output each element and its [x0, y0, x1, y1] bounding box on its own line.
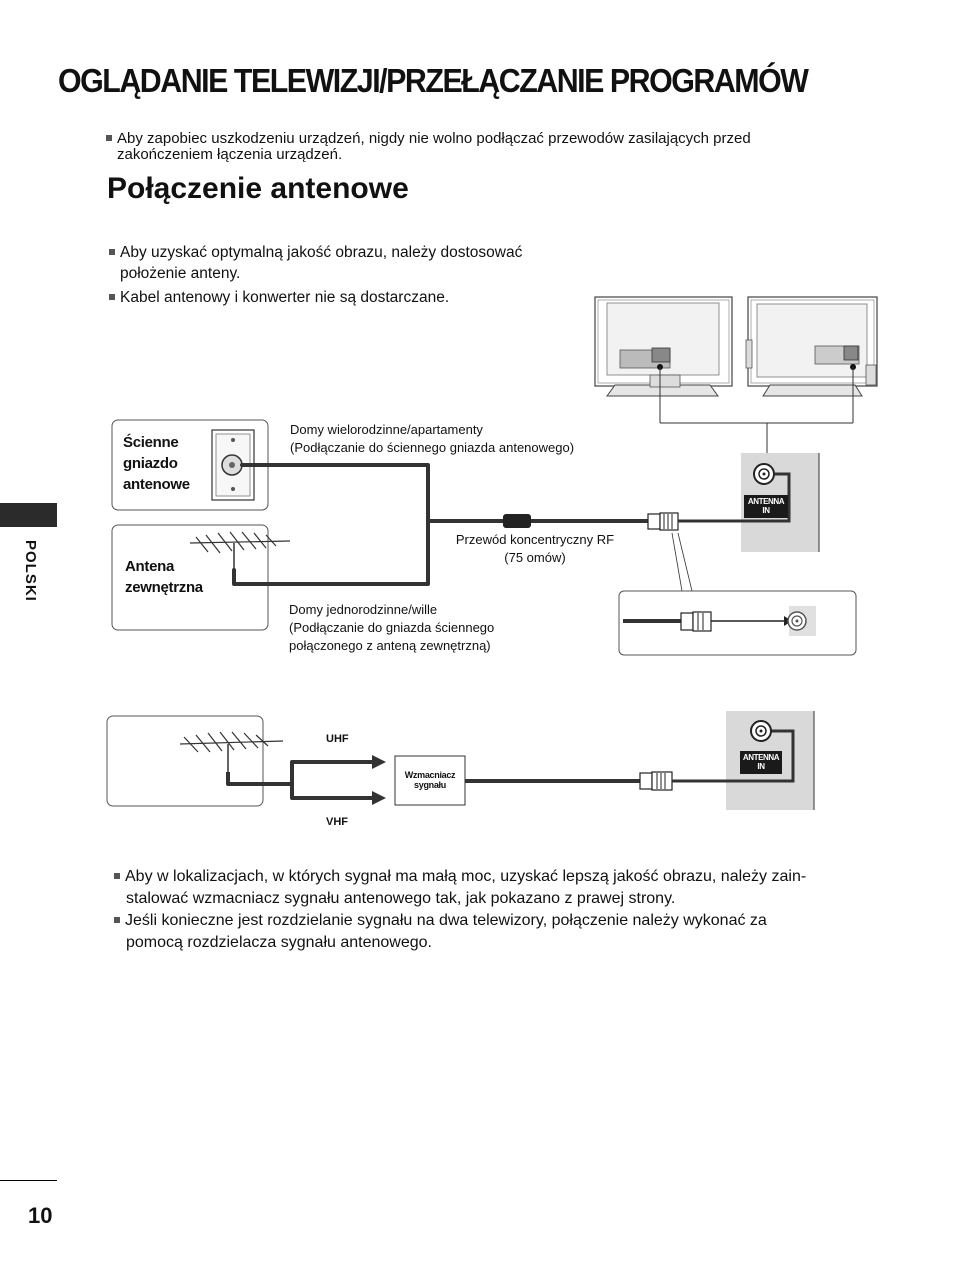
antenna-in-badge-1: ANTENNA IN	[744, 495, 788, 518]
bottom-notes: Aby w lokalizacjach, w których sygnał ma…	[114, 866, 806, 954]
antenna-in-badge-1-line2: IN	[762, 506, 770, 515]
language-label: POLSKI	[22, 540, 39, 602]
rf-cable-caption-line2: (75 omów)	[504, 550, 566, 565]
cable-ferrite-core	[503, 514, 531, 528]
amplifier-label-line2: sygnału	[414, 780, 446, 790]
antenna-port-icon-2	[750, 720, 772, 742]
zoom-guide-lines	[671, 532, 693, 592]
amp-antenna-box	[106, 715, 264, 807]
uhf-arrow-icon	[372, 755, 386, 769]
rf-cable-caption-line1: Przewód koncentryczny RF	[455, 532, 615, 547]
bottom-note-1-line1: Aby w lokalizacjach, w których sygnał ma…	[125, 868, 807, 885]
bottom-note-1-line2: stalować wzmacniacz sygnału antenowego t…	[126, 890, 676, 907]
outdoor-antenna-icon-2	[179, 731, 284, 772]
language-tab-bar	[0, 503, 57, 527]
vhf-label: VHF	[326, 816, 348, 828]
antenna-in-badge-2: ANTENNA IN	[740, 751, 782, 774]
section-notes: Aby uzyskać optymalną jakość obrazu, nal…	[109, 242, 522, 308]
vhf-arrow-icon	[372, 791, 386, 805]
signal-amplifier-box	[394, 755, 466, 806]
note-2-line1: Kabel antenowy i konwerter nie są dostar…	[120, 289, 450, 306]
wall-socket-label-line3: antenowe	[123, 476, 190, 493]
amplifier-label-line1: Wzmacniacz	[404, 770, 456, 780]
port-cable-line-1	[678, 472, 791, 523]
tv-back-icon-1	[594, 296, 733, 397]
note-1-line2: położenie anteny.	[120, 265, 241, 282]
plug-insert-detail	[623, 606, 816, 636]
tv-connector-lines	[659, 367, 854, 453]
top-note: Aby zapobiec uszkodzeniu urządzeń, nigdy…	[106, 131, 751, 163]
bullet-icon	[114, 917, 120, 923]
antenna-in-badge-2-line1: ANTENNA	[742, 753, 780, 762]
antenna-port-icon-1	[753, 463, 775, 485]
antenna-in-badge-1-line1: ANTENNA	[747, 497, 785, 506]
footer-divider	[0, 1180, 57, 1181]
wall-socket-label: Ścienne gniazdo antenowe	[123, 432, 190, 495]
note-1-line1: Aby uzyskać optymalną jakość obrazu, nal…	[120, 244, 523, 261]
amplifier-label: Wzmacniacz sygnału	[396, 770, 464, 790]
single-family-caption-line2: (Podłączanie do gniazda ściennego	[289, 620, 495, 635]
rf-plug-icon-2	[639, 771, 673, 791]
wall-socket-label-line2: gniazdo	[123, 455, 178, 472]
multi-family-caption-line1: Domy wielorodzinne/apartamenty	[290, 422, 483, 437]
single-family-caption-line3: połączonego z anteną zewnętrzną)	[289, 638, 491, 653]
multi-family-caption: Domy wielorodzinne/apartamenty (Podłącza…	[290, 421, 574, 457]
single-family-caption-line1: Domy jednorodzinne/wille	[289, 602, 438, 617]
outdoor-antenna-label-line1: Antena	[125, 558, 175, 575]
bullet-icon	[106, 135, 112, 141]
bullet-icon	[109, 294, 115, 300]
page-title: OGLĄDANIE TELEWIZJI/PRZEŁĄCZANIE PROGRAM…	[58, 62, 809, 99]
antenna-in-badge-2-line2: IN	[757, 762, 765, 771]
outdoor-antenna-label: Antena zewnętrzna	[125, 556, 203, 598]
rf-cable-caption: Przewód koncentryczny RF (75 omów)	[435, 531, 635, 567]
single-family-caption: Domy jednorodzinne/wille (Podłączanie do…	[289, 601, 494, 655]
bottom-note-2-line2: pomocą rozdzielacza sygnału antenowego.	[126, 934, 432, 951]
bullet-icon	[114, 873, 120, 879]
uhf-vhf-cable-path	[226, 760, 374, 800]
multi-family-caption-line2: (Podłączanie do ściennego gniazda anteno…	[290, 440, 575, 455]
top-note-line1: Aby zapobiec uszkodzeniu urządzeń, nigdy…	[117, 130, 751, 147]
outdoor-antenna-box	[111, 524, 269, 631]
uhf-label: UHF	[326, 733, 349, 745]
bottom-note-2-line1: Jeśli konieczne jest rozdzielanie sygnał…	[125, 912, 767, 929]
outdoor-antenna-label-line2: zewnętrzna	[125, 579, 203, 596]
page-number: 10	[28, 1203, 53, 1228]
rf-cable-path	[232, 463, 650, 586]
wall-socket-label-line1: Ścienne	[123, 434, 179, 451]
bullet-icon	[109, 249, 115, 255]
top-note-line2: zakończeniem łączenia urządzeń.	[117, 146, 343, 163]
section-title: Połączenie antenowe	[107, 172, 409, 205]
rf-plug-icon-1	[647, 512, 679, 531]
tv-back-icon-2	[745, 296, 878, 397]
port-cable-line-2	[672, 729, 795, 783]
outdoor-antenna-icon	[189, 531, 291, 570]
